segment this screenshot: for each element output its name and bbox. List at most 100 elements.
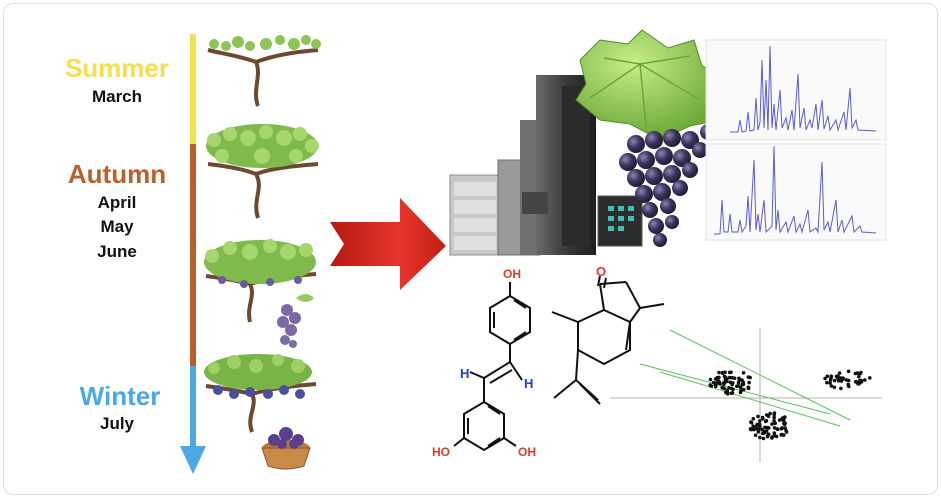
scatter-point [746, 375, 751, 379]
scatter-plot-illustration [610, 328, 882, 462]
scatter-point [832, 385, 837, 390]
chromatogram-panels [705, 39, 887, 241]
vine-stage-fruiting-illustration [204, 239, 317, 348]
resveratrol-structure [453, 282, 531, 452]
scatter-point [749, 420, 753, 424]
scatter-point [722, 382, 726, 387]
scatter-point [722, 374, 727, 379]
scatter-point [837, 371, 842, 375]
scatter-point [774, 434, 779, 439]
scatter-point [730, 391, 735, 395]
scatter-point [776, 427, 780, 432]
scatter-point [783, 421, 787, 426]
grape-basket-illustration [261, 427, 311, 470]
scatter-point [858, 371, 862, 376]
chromatogram-bottom-trace [714, 145, 877, 235]
lc-ms-instrument-illustration [449, 75, 643, 256]
month-march: March [92, 87, 142, 106]
scatter-point [736, 380, 741, 385]
resveratrol-oh-right: OH [518, 445, 536, 459]
scatter-point [770, 435, 774, 439]
chromatogram-top-trace [730, 45, 877, 133]
resveratrol-top-oh: OH [503, 267, 521, 281]
scatter-point [739, 388, 743, 393]
scatter-point [846, 369, 851, 374]
season-autumn-label: Autumn [68, 159, 166, 189]
scatter-point [841, 376, 846, 381]
scatter-point [823, 376, 827, 381]
scatter-point [742, 387, 746, 392]
scatter-point [748, 427, 753, 431]
scatter-point [836, 374, 840, 378]
scatter-point [747, 380, 751, 385]
scatter-point [839, 386, 843, 391]
scatter-point [854, 379, 858, 384]
scatter-point [766, 414, 771, 419]
scatter-point [725, 391, 730, 396]
scatter-point [722, 386, 726, 391]
scatter-point [772, 431, 777, 435]
scatter-point [832, 378, 837, 383]
scatter-point [863, 378, 867, 382]
scatter-point [783, 415, 787, 419]
scatter-point [847, 384, 851, 389]
scatter-point [768, 411, 772, 416]
scatter-point [764, 419, 769, 423]
scatter-point [773, 421, 777, 426]
season-winter-label: Winter [80, 381, 161, 411]
resveratrol-labels: OH H H HO OH [432, 267, 536, 459]
scatter-point [853, 371, 858, 376]
season-summer-label: Summer [65, 53, 169, 83]
scatter-point [754, 424, 759, 428]
winter-segment [190, 366, 196, 448]
scatter-point [761, 417, 765, 421]
scatter-point [717, 370, 721, 375]
scatter-point [858, 381, 862, 385]
scatter-point [846, 378, 851, 383]
scatter-point [717, 381, 722, 385]
scatter-point [737, 376, 741, 381]
scatter-point [765, 434, 770, 439]
scatter-point [727, 370, 732, 375]
scatter-point [829, 374, 834, 379]
scatter-point [740, 383, 744, 387]
scatter-point [782, 418, 786, 423]
scatter-point [714, 381, 718, 385]
scatter-point [761, 436, 766, 441]
scatter-point [772, 415, 776, 420]
scatter-point [828, 378, 833, 382]
summer-segment [190, 34, 196, 144]
scatter-point [764, 429, 769, 433]
timeline-arrowhead [180, 446, 206, 474]
vine-stage-summer-illustration [207, 35, 321, 107]
scatter-point [829, 384, 834, 388]
scatter-point [857, 374, 861, 379]
ketone-structure [551, 275, 665, 405]
scatter-point [772, 412, 776, 417]
scatter-point [780, 426, 784, 430]
vine-stage-spring-illustration [206, 124, 319, 219]
month-april: April [98, 193, 137, 212]
scatter-point [741, 371, 746, 375]
ketone-oxygen-label: O [596, 264, 606, 279]
month-june: June [97, 242, 137, 261]
season-labels: Summer March Autumn April May June Winte… [65, 53, 169, 433]
scatter-point [756, 430, 761, 434]
scatter-point [723, 377, 728, 382]
scatter-point [723, 370, 727, 375]
scatter-point [738, 385, 743, 390]
resveratrol-h-left: H [460, 366, 469, 381]
grape-bunch-illustration [575, 29, 721, 247]
scatter-point [760, 427, 764, 432]
resveratrol-h-right: H [524, 376, 533, 391]
chromatogram-top-panel [705, 39, 887, 141]
scatter-point [762, 431, 766, 435]
scatter-point [751, 417, 756, 421]
scatter-point [779, 432, 784, 437]
scatter-point [758, 419, 762, 423]
scatter-point [825, 380, 829, 385]
scatter-point [730, 375, 734, 380]
scatter-point [735, 384, 739, 389]
scatter-point [746, 386, 751, 391]
